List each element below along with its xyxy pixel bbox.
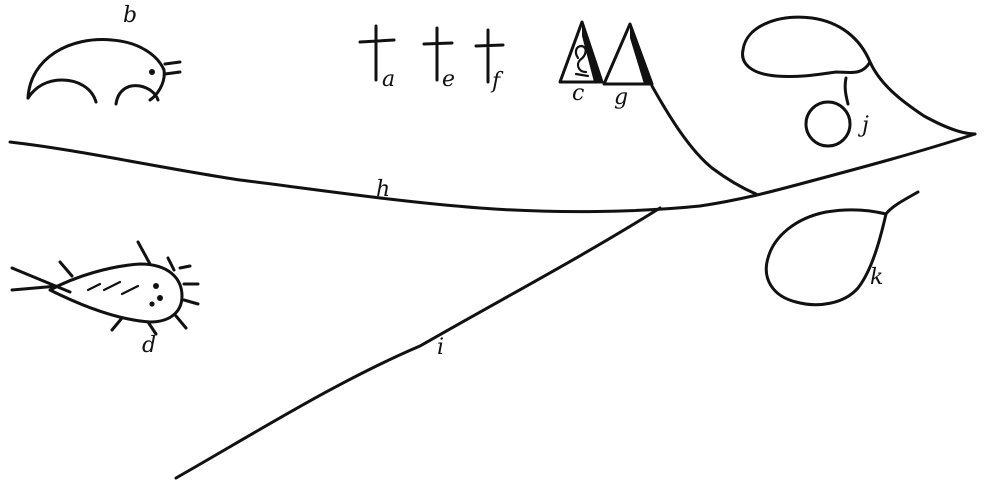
blob-glyph-k: [764, 190, 920, 307]
label-f: f: [490, 69, 504, 94]
label-j: j: [857, 113, 869, 138]
peak-glyph-c: [558, 20, 604, 84]
rayed-glyph-d: [10, 240, 200, 336]
label-e: e: [442, 67, 455, 92]
cross-glyph-f: [474, 28, 505, 84]
animal-glyph-b: [26, 38, 182, 106]
peak-glyph-g: [602, 22, 654, 86]
label-h: h: [376, 177, 390, 202]
blob-glyph-j: [741, 15, 977, 148]
label-a: a: [382, 67, 395, 92]
line-i: [174, 206, 662, 480]
peak-line: [650, 84, 758, 196]
label-g: g: [614, 85, 628, 110]
line-h: [8, 132, 977, 214]
cross-glyph-e: [422, 26, 454, 82]
label-k: k: [870, 265, 883, 290]
label-c: c: [572, 81, 584, 106]
cross-glyph-a: [358, 24, 396, 82]
label-b: b: [123, 3, 137, 28]
label-d: d: [142, 333, 156, 358]
label-i: i: [437, 335, 444, 360]
